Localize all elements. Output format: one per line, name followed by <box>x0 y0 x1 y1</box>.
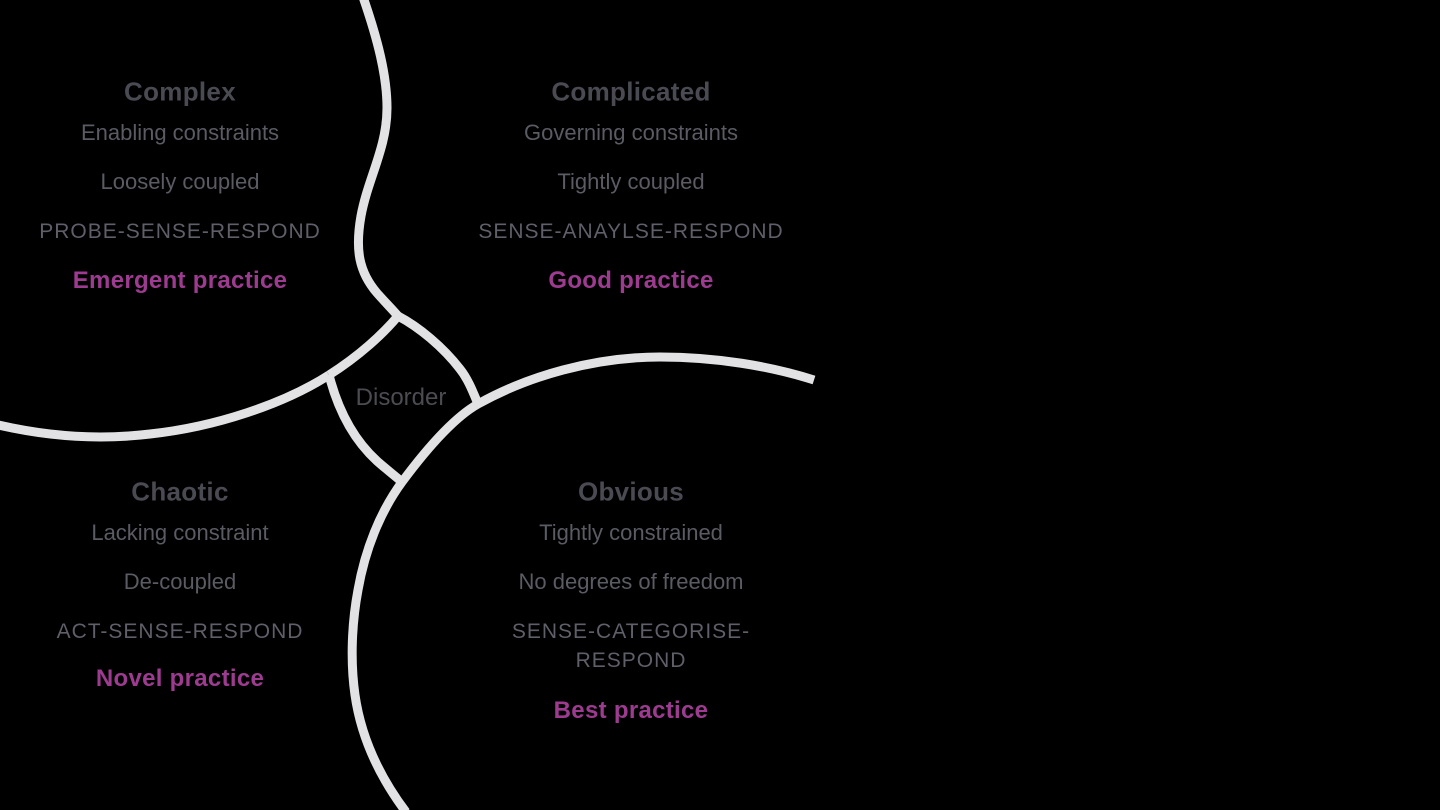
quadrant-complex-line-3: PROBE-SENSE-RESPOND <box>39 220 321 243</box>
disorder-label: Disorder <box>355 384 447 411</box>
disorder-edge-upper-right <box>395 312 483 406</box>
quadrant-complicated-line-2: Tightly coupled <box>557 169 705 194</box>
quadrant-obvious-line-3: SENSE-CATEGORISE-RESPOND <box>511 620 751 672</box>
quadrant-complex-heading: Complex <box>124 76 236 107</box>
quadrant-obvious-line-1: Tightly constrained <box>539 520 723 545</box>
disorder-edge-upper-left <box>326 313 402 379</box>
quadrant-complicated-line-1: Governing constraints <box>524 120 738 145</box>
quadrant-chaotic-line-2: De-coupled <box>123 569 237 594</box>
quadrant-obvious-practice: Best practice <box>553 697 709 724</box>
quadrant-chaotic-line-3: ACT-SENSE-RESPOND <box>56 620 304 643</box>
disorder-edge-lower-left <box>324 373 405 486</box>
quadrant-complicated-practice: Good practice <box>548 267 714 294</box>
quadrant-chaotic-line-1: Lacking constraint <box>91 520 269 545</box>
quadrant-complex-practice: Emergent practice <box>72 267 288 294</box>
obvious-domain-arc <box>347 352 816 810</box>
boundary-complex-chaotic <box>0 371 332 442</box>
quadrant-complicated-heading: Complicated <box>551 76 711 107</box>
quadrant-complicated-line-3: SENSE-ANAYLSE-RESPOND <box>478 220 784 243</box>
quadrant-complex-line-2: Loosely coupled <box>100 169 260 194</box>
quadrant-complex-line-1: Enabling constraints <box>80 120 280 145</box>
quadrant-chaotic-practice: Novel practice <box>95 665 265 692</box>
boundary-complex-complicated <box>353 0 402 319</box>
quadrant-obvious-line-2: No degrees of freedom <box>518 569 744 594</box>
quadrant-obvious-heading: Obvious <box>577 476 685 507</box>
quadrant-chaotic-heading: Chaotic <box>131 476 229 507</box>
